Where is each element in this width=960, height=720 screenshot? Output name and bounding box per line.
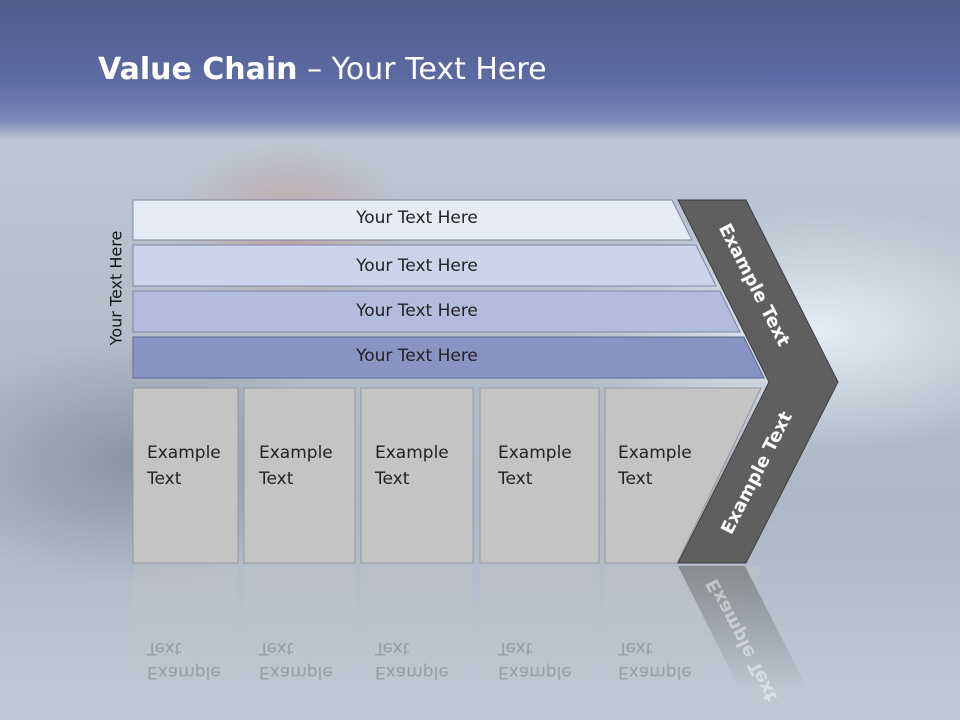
box-5-label: Example Text [618, 443, 692, 489]
box-4-label: Example Text [498, 443, 572, 489]
bar-4-label: Your Text Here [356, 346, 478, 366]
slide-title: Value Chain – Your Text Here [98, 52, 547, 87]
bar-4 [132, 336, 765, 379]
title-bold: Value Chain [98, 52, 298, 87]
box-1-label-reflection: Example Text [147, 638, 221, 682]
box-5-label-reflection: Example Text [618, 638, 692, 682]
box-4 [479, 387, 600, 564]
chevron-reflection [678, 566, 808, 690]
bar-1 [132, 199, 693, 241]
box-1 [132, 387, 239, 564]
title-rest: – Your Text Here [297, 52, 547, 87]
bar-3 [132, 290, 741, 333]
box-5 [604, 387, 762, 564]
box-3-label: Example Text [375, 443, 449, 489]
box-3-label-reflection: Example Text [375, 638, 449, 682]
box-reflection [244, 566, 355, 690]
bar-3-label: Your Text Here [356, 301, 478, 321]
bar-2-label: Your Text Here [356, 256, 478, 276]
box-1-label: Example Text [147, 443, 221, 489]
box-reflection [133, 566, 238, 690]
bar-2 [132, 244, 717, 287]
box-reflection [361, 566, 473, 690]
box-3 [360, 387, 474, 564]
title-band [0, 0, 960, 140]
bar-1-label: Your Text Here [356, 208, 478, 228]
box-4-label-reflection: Example Text [498, 638, 572, 682]
box-2-label: Example Text [259, 443, 333, 489]
box-2-label-reflection: Example Text [259, 638, 333, 682]
box-2 [243, 387, 356, 564]
box-reflection [480, 566, 599, 690]
reflection-group [133, 566, 808, 690]
chevron-arrow [677, 199, 839, 564]
